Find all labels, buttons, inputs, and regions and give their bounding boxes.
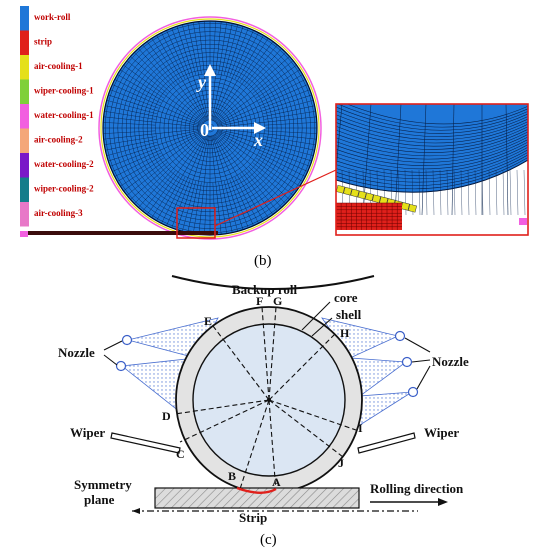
leader-wiper-left [150, 432, 160, 438]
caption-b: (b) [254, 253, 272, 269]
zoom-air-cooling-cells [336, 184, 417, 213]
zoom-connector [214, 169, 337, 227]
cooling-ring-inner [100, 18, 320, 238]
y-axis-label: y [196, 72, 207, 92]
point-h: H [340, 326, 350, 340]
point-a: A [272, 475, 281, 489]
zoom-mesh-lines [336, 104, 528, 216]
legend-label: water-cooling-1 [34, 110, 94, 120]
x-axis-label: x [253, 130, 263, 150]
strip-block [154, 487, 360, 509]
nozzle-left-2 [115, 360, 127, 372]
nozzle-right-1 [394, 330, 406, 342]
wiper-left [110, 432, 181, 454]
rolling-direction-arrowhead [438, 498, 448, 506]
schematic-panel: Backup roll [58, 275, 469, 548]
legend-swatch [20, 104, 29, 129]
point-f: F [256, 294, 263, 308]
radial-section-lines [174, 306, 357, 493]
strip-mesh [28, 231, 218, 235]
legend-swatch [20, 128, 29, 153]
wiper-right [357, 432, 416, 454]
caption-c: (c) [260, 532, 277, 548]
contact-arc [236, 486, 277, 494]
leader-nozzle-right-3 [416, 365, 431, 390]
point-i: I [358, 421, 363, 435]
y-axis-arrowhead [204, 64, 216, 76]
nozzle-right-label: Nozzle [432, 354, 469, 369]
legend-label: work-roll [34, 12, 71, 22]
legend-label: air-cooling-3 [34, 208, 83, 218]
leader-core [301, 301, 331, 331]
wiper-right-label: Wiper [424, 425, 459, 440]
zoom-strip-cells [336, 202, 402, 230]
leader-shell [311, 317, 333, 337]
core-label: core [334, 290, 358, 305]
symmetry-label-line1: Symmetry [74, 477, 132, 492]
point-j: J [338, 456, 344, 470]
legend-swatch [20, 177, 29, 202]
point-g: G [273, 294, 282, 308]
wiper-left-label: Wiper [70, 425, 105, 440]
leader-nozzle-left-1 [103, 340, 123, 351]
legend-label: strip [34, 37, 52, 47]
nozzle-left-label: Nozzle [58, 345, 95, 360]
point-b: B [228, 469, 236, 483]
shell-label: shell [336, 307, 362, 322]
legend-swatch [20, 55, 29, 80]
leader-nozzle-right-2 [411, 359, 431, 363]
cooling-ring [98, 16, 322, 240]
leader-nozzle-left-2 [103, 354, 118, 366]
zoom-panel [335, 103, 529, 236]
legend-swatch [20, 153, 29, 178]
point-d: D [162, 409, 171, 423]
nozzle-left-1 [121, 334, 133, 346]
mesh-panel: y x 0 (b) [20, 16, 529, 269]
legend-swatch [20, 79, 29, 104]
rolling-direction-label: Rolling direction [370, 481, 464, 496]
origin-label: 0 [200, 120, 209, 140]
zoom-magenta-marker [519, 218, 527, 225]
legend-label: wiper-cooling-1 [34, 86, 94, 96]
symmetry-arrowhead [132, 508, 140, 514]
backup-roll-arc [171, 275, 375, 290]
nozzle-right-2 [401, 356, 413, 368]
symmetry-label-line2: plane [84, 492, 115, 507]
legend-swatch-bottom [20, 231, 28, 237]
zoom-source-box [176, 207, 216, 239]
strip-label: Strip [239, 510, 267, 525]
legend-label: air-cooling-2 [34, 135, 83, 145]
legend-swatch [20, 30, 29, 55]
x-axis-arrowhead [254, 122, 266, 134]
nozzle-right-3 [407, 386, 419, 398]
leader-nozzle-right-1 [404, 337, 431, 353]
legend-label: wiper-cooling-2 [34, 184, 94, 194]
legend-swatch [20, 202, 29, 227]
legend-label: water-cooling-2 [34, 159, 94, 169]
legend-swatch [20, 6, 29, 31]
point-c: C [176, 447, 185, 461]
backup-roll-label: Backup roll [232, 282, 298, 297]
legend: work-roll strip air-cooling-1 wiper-cooling… [20, 6, 94, 227]
point-e: E [204, 314, 212, 328]
legend-label: air-cooling-1 [34, 61, 83, 71]
